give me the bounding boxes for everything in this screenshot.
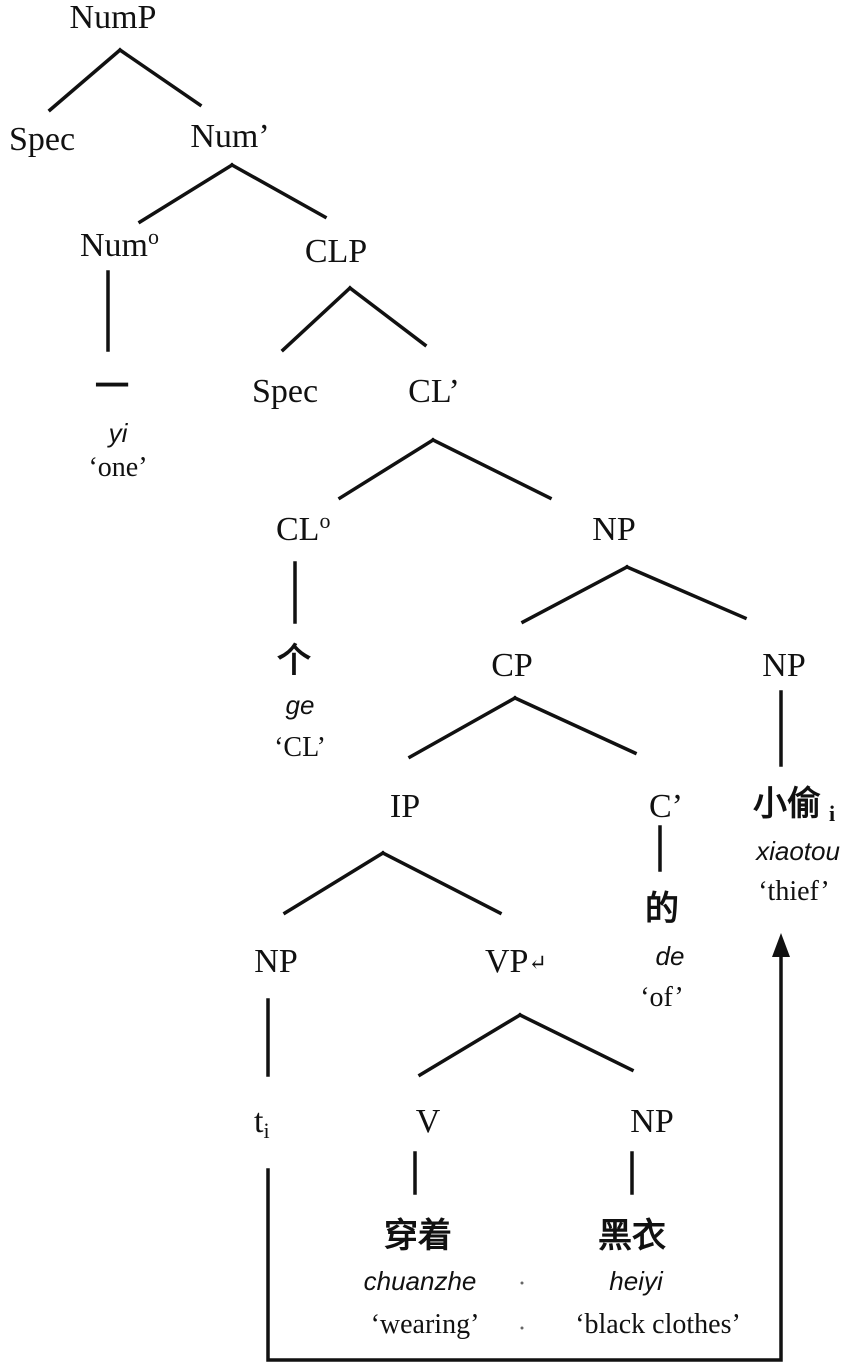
node-cp: CP (491, 647, 533, 684)
leaf-yi: 一 yi ‘one’ (88, 367, 147, 483)
node-nump: NumP (70, 0, 157, 36)
num-head-superscript: o (148, 224, 159, 249)
node-vp: VP↵ (485, 943, 547, 980)
leaf-chuanzhe-pinyin: chuanzhe (364, 1266, 477, 1296)
leaf-heiyi-pinyin: heiyi (609, 1266, 664, 1296)
leaf-yi-pinyin: yi (107, 418, 129, 448)
node-clp: CLP (305, 233, 367, 270)
vp-label: VP (485, 943, 528, 980)
tree-edges (47, 47, 783, 1195)
node-v: V (416, 1103, 441, 1140)
node-np-right: NP (762, 647, 805, 684)
leaf-ge-gloss: ‘CL’ (274, 732, 326, 763)
separator-dots (520, 1281, 524, 1330)
leaf-xiaotou-gloss: ‘thief’ (758, 876, 830, 907)
leaf-heiyi-gloss: ‘black clothes’ (575, 1309, 741, 1340)
leaf-de-pinyin: de (656, 941, 685, 971)
node-cl-head: CLo (276, 508, 330, 548)
leaf-yi-gloss: ‘one’ (88, 452, 147, 483)
leaf-chuanzhe: 穿着 chuanzhe ‘wearing’ (364, 1216, 480, 1340)
node-num-head: Numo (80, 224, 159, 264)
leaf-xiaotou-pinyin: xiaotou (754, 836, 840, 866)
node-c-bar: C’ (649, 788, 683, 825)
node-num-bar: Num’ (190, 118, 269, 155)
xiaotou-hanzi-text: 小偷 (753, 784, 821, 824)
trace-index: i (263, 1118, 269, 1143)
node-np-subj: NP (254, 943, 297, 980)
trace-t: t (254, 1103, 264, 1140)
leaf-trace: ti (254, 1103, 270, 1143)
leaf-yi-hanzi: 一 (95, 367, 129, 407)
leaf-chuanzhe-hanzi: 穿着 (384, 1216, 452, 1256)
leaf-ge-hanzi: 个 (277, 641, 311, 681)
vp-return-mark: ↵ (528, 950, 546, 975)
leaf-de-gloss: ‘of’ (640, 982, 684, 1013)
leaf-ge: 个 ge ‘CL’ (274, 641, 326, 763)
node-cl-bar: CL’ (408, 373, 460, 410)
leaf-heiyi-hanzi: 黑衣 (598, 1216, 666, 1256)
node-spec-top: Spec (9, 121, 75, 158)
node-np-top: NP (592, 511, 635, 548)
node-ip: IP (390, 788, 420, 825)
leaf-ge-pinyin: ge (286, 690, 315, 720)
node-spec-cl: Spec (252, 373, 318, 410)
leaf-xiaotou-hanzi: 小偷 i (753, 784, 835, 826)
leaf-xiaotou: 小偷 i xiaotou ‘thief’ (753, 784, 840, 907)
arrowhead-icon (772, 933, 790, 957)
node-np-obj: NP (630, 1103, 673, 1140)
num-head-label: Num (80, 227, 148, 264)
cl-head-label: CL (276, 511, 319, 548)
xiaotou-index: i (829, 801, 835, 826)
trace-label: ti (254, 1103, 270, 1143)
movement-path (266, 933, 790, 1362)
leaf-de: 的 de ‘of’ (640, 889, 684, 1013)
phrase-nodes: NumP Spec Num’ Numo CLP Spec CL’ CLo NP … (9, 0, 806, 1140)
leaf-chuanzhe-gloss: ‘wearing’ (371, 1309, 480, 1340)
cl-head-superscript: o (319, 508, 330, 533)
leaf-de-hanzi: 的 (645, 889, 679, 929)
leaf-heiyi: 黑衣 heiyi ‘black clothes’ (575, 1216, 741, 1340)
